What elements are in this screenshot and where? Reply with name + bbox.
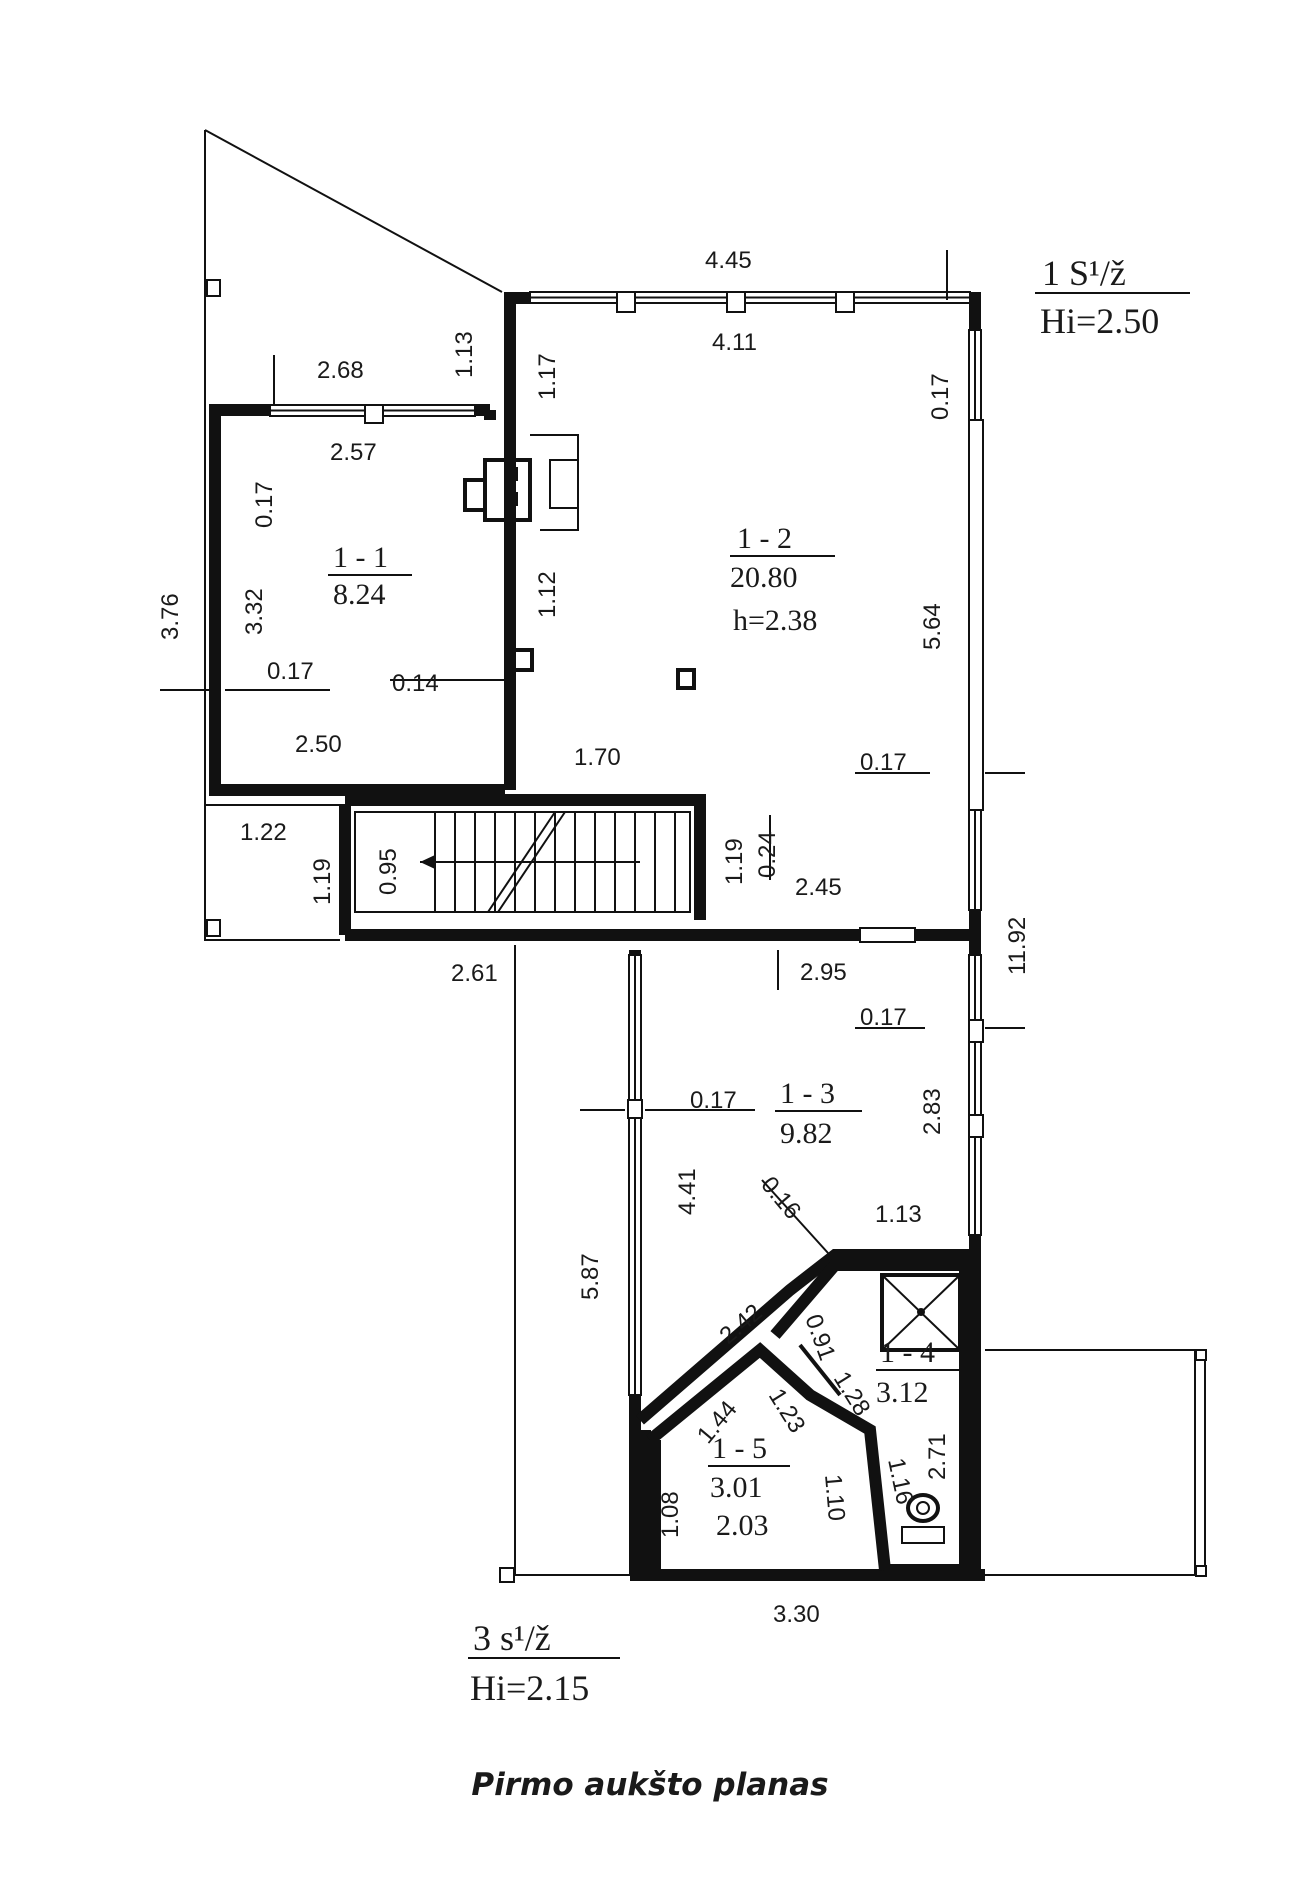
dim-3-32: 3.32 xyxy=(241,588,268,635)
dim-3-30: 3.30 xyxy=(773,1601,820,1628)
dim-1-13-b: 1.13 xyxy=(875,1201,922,1228)
room-id: 1 - 4 xyxy=(880,1336,935,1369)
dim-1-17: 1.17 xyxy=(534,353,561,400)
stairs-icon xyxy=(354,811,691,913)
dim-1-10: 1.10 xyxy=(819,1473,850,1522)
title-block-top: 1 S¹/ž Hi=2.50 xyxy=(1035,253,1190,341)
dim-2-83: 2.83 xyxy=(919,1088,946,1135)
room-id: 1 - 1 xyxy=(333,541,388,574)
shower-icon xyxy=(880,1273,962,1352)
dim-2-68: 2.68 xyxy=(317,357,364,384)
dim-0-17-a: 0.17 xyxy=(267,658,314,685)
dim-1-13-a: 1.13 xyxy=(451,331,478,378)
room-extra: 2.03 xyxy=(716,1509,769,1542)
exterior-lines xyxy=(204,129,1207,1583)
column-icon xyxy=(676,668,696,690)
dim-0-16: 0.16 xyxy=(755,1172,806,1225)
dim-1-12: 1.12 xyxy=(534,571,561,618)
dim-2-71: 2.71 xyxy=(924,1433,951,1480)
dim-4-45: 4.45 xyxy=(705,247,752,274)
dim-1-19-a: 1.19 xyxy=(309,858,336,905)
dim-0-14: 0.14 xyxy=(392,670,439,697)
dim-1-70: 1.70 xyxy=(574,744,621,771)
dim-0-24: 0.24 xyxy=(754,831,781,878)
block-top-line2: Hi=2.50 xyxy=(1040,301,1159,341)
dimension-lines xyxy=(160,250,1025,1254)
block-bottom-line2: Hi=2.15 xyxy=(470,1668,589,1708)
block-top-line1: 1 S¹/ž xyxy=(1042,253,1126,293)
dim-3-76: 3.76 xyxy=(157,593,184,640)
room-area: 20.80 xyxy=(730,561,798,594)
dim-0-17-d: 0.17 xyxy=(690,1087,737,1114)
plan-title: Pirmo aukšto planas xyxy=(471,1767,828,1803)
windows xyxy=(269,291,984,1396)
chimney-icon xyxy=(510,648,534,672)
dim-0-17-c: 0.17 xyxy=(860,1004,907,1031)
dim-0-95: 0.95 xyxy=(375,848,402,895)
fixtures xyxy=(354,434,962,1544)
room-height: h=2.38 xyxy=(733,604,817,637)
toilet-icon xyxy=(901,1493,945,1544)
room-1-3: 1 - 3 9.82 xyxy=(775,1077,862,1150)
room-area: 3.01 xyxy=(710,1471,763,1504)
dim-5-87: 5.87 xyxy=(577,1253,604,1300)
dim-2-45: 2.45 xyxy=(795,874,842,901)
room-area: 8.24 xyxy=(333,578,386,611)
dim-0-17-b: 0.17 xyxy=(860,749,907,776)
dim-11-92: 11.92 xyxy=(1004,917,1031,975)
dim-1-16: 1.16 xyxy=(882,1456,918,1507)
room-1-5: 1 - 5 3.01 2.03 xyxy=(708,1432,790,1542)
title-block-bottom: 3 s¹/ž Hi=2.15 xyxy=(468,1618,620,1708)
room-1-2: 1 - 2 20.80 h=2.38 xyxy=(730,522,835,637)
dim-0-17-f: 0.17 xyxy=(251,481,278,528)
room-id: 1 - 3 xyxy=(780,1077,835,1110)
dim-2-50: 2.50 xyxy=(295,731,342,758)
room-area: 3.12 xyxy=(876,1376,929,1409)
dim-1-19-b: 1.19 xyxy=(721,838,748,885)
dim-1-08: 1.08 xyxy=(657,1491,684,1538)
room-1-4: 1 - 4 3.12 xyxy=(876,1336,960,1409)
dim-1-22: 1.22 xyxy=(240,819,287,846)
dim-4-11: 4.11 xyxy=(712,329,757,356)
dim-2-57: 2.57 xyxy=(330,439,377,466)
room-id: 1 - 5 xyxy=(712,1432,767,1465)
dim-5-64: 5.64 xyxy=(919,603,946,650)
dim-4-41: 4.41 xyxy=(674,1168,701,1215)
dim-2-95: 2.95 xyxy=(800,959,847,986)
room-id: 1 - 2 xyxy=(737,522,792,555)
dim-0-17-e: 0.17 xyxy=(927,373,954,420)
dim-2-61: 2.61 xyxy=(451,960,498,987)
room-1-1: 1 - 1 8.24 xyxy=(328,541,412,611)
block-bottom-line1: 3 s¹/ž xyxy=(473,1618,551,1658)
room-area: 9.82 xyxy=(780,1117,833,1150)
dim-0-91: 0.91 xyxy=(799,1311,840,1364)
